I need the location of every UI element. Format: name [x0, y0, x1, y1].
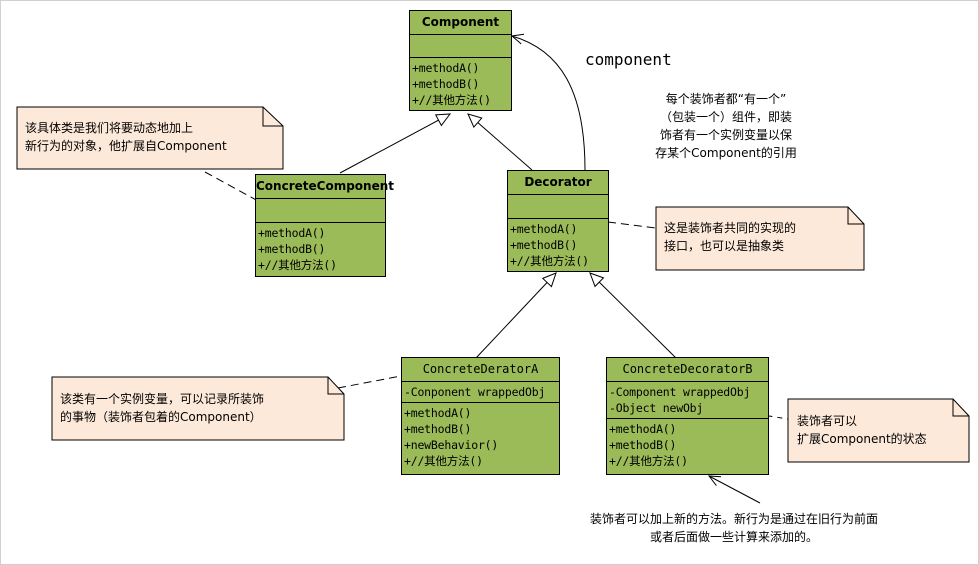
class-fields [410, 35, 511, 58]
note-decorator-a-text: 该类有一个实例变量，可以记录所装饰 的事物（装饰者包着的Component） [60, 392, 265, 424]
note-shape-decorator [655, 206, 865, 271]
note-shape-decoratorb [787, 398, 970, 463]
class-component[interactable]: Component +methodA() +methodB() +//其他方法(… [409, 10, 512, 111]
inherit-concretecomponent-component [339, 113, 452, 174]
class-methods: +methodA() +methodB() +newBehavior() +//… [402, 403, 559, 471]
class-fields [508, 195, 608, 219]
method: +methodA() [404, 406, 472, 420]
note-shape-decoratora [51, 376, 345, 441]
note-shape-concretecomponent [16, 106, 284, 170]
field: -Conponent wrappedObj [404, 385, 546, 399]
method: +newBehavior() [404, 438, 499, 452]
class-name: ConcreteComponent [256, 175, 394, 199]
method: +//其他方法() [404, 454, 483, 468]
method: +//其他方法() [412, 93, 491, 107]
association-decorator-component [510, 33, 586, 171]
class-concrete-decorator-a[interactable]: ConcreteDeratorA -Conponent wrappedObj +… [401, 357, 560, 475]
note-link-decoratora [337, 375, 402, 389]
class-methods: +methodA() +methodB() +//其他方法() [607, 419, 768, 471]
class-name: Decorator [508, 171, 608, 195]
new-methods-arrow [707, 475, 761, 504]
note-link-concretecomponent [204, 171, 259, 202]
new-methods-label: 装饰者可以加上新的方法。新行为是通过在旧行为前面 或者后面做一些计算来添加的。 [589, 512, 878, 544]
inherit-decoratora-decorator [475, 272, 557, 359]
class-methods: +methodA() +methodB() +//其他方法() [508, 219, 608, 271]
class-concrete-decorator-b[interactable]: ConcreteDecoratorB -Component wrappedObj… [606, 357, 769, 475]
field: -Component wrappedObj [609, 385, 751, 399]
field: -Object newObj [609, 401, 704, 415]
method: +methodB() [404, 422, 472, 436]
note-decorator-text: 这是装饰者共同的实现的 接口，也可以是抽象类 [664, 221, 797, 253]
method: +methodB() [609, 438, 677, 452]
method: +methodA() [609, 422, 677, 436]
class-methods: +methodA() +methodB() +//其他方法() [256, 223, 385, 275]
class-name: Component [410, 11, 511, 35]
note-concrete-component-text: 该具体类是我们将要动态地加上 新行为的对象，他扩展自Component [25, 121, 227, 153]
method: +//其他方法() [609, 454, 688, 468]
method: +methodA() [510, 222, 578, 236]
method: +methodB() [510, 238, 578, 252]
method: +//其他方法() [258, 258, 337, 272]
inherit-decorator-component [467, 113, 533, 171]
class-name: ConcreteDecoratorB [607, 358, 768, 382]
class-decorator[interactable]: Decorator +methodA() +methodB() +//其他方法(… [507, 170, 609, 272]
class-fields: -Conponent wrappedObj [402, 382, 559, 403]
method: +methodA() [258, 226, 326, 240]
inherit-decoratorb-decorator [589, 272, 677, 359]
association-label: component [585, 50, 672, 69]
method: +methodB() [258, 242, 326, 256]
class-fields [256, 199, 385, 223]
class-fields: -Component wrappedObj -Object newObj [607, 382, 768, 419]
note-decorator-b-text: 装饰者可以 扩展Component的状态 [797, 414, 927, 446]
class-name: ConcreteDeratorA [402, 358, 559, 382]
method: +methodB() [412, 77, 480, 91]
class-concrete-component[interactable]: ConcreteComponent +methodA() +methodB() … [255, 174, 394, 277]
note-link-decorator [607, 221, 657, 229]
class-methods: +methodA() +methodB() +//其他方法() [410, 58, 511, 110]
method: +//其他方法() [510, 254, 589, 268]
method: +methodA() [412, 61, 480, 75]
decorator-has-a-label: 每个装饰者都“有一个” （包装一个）组件，即装 饰者有一个实例变量以保 存某个C… [655, 92, 797, 160]
